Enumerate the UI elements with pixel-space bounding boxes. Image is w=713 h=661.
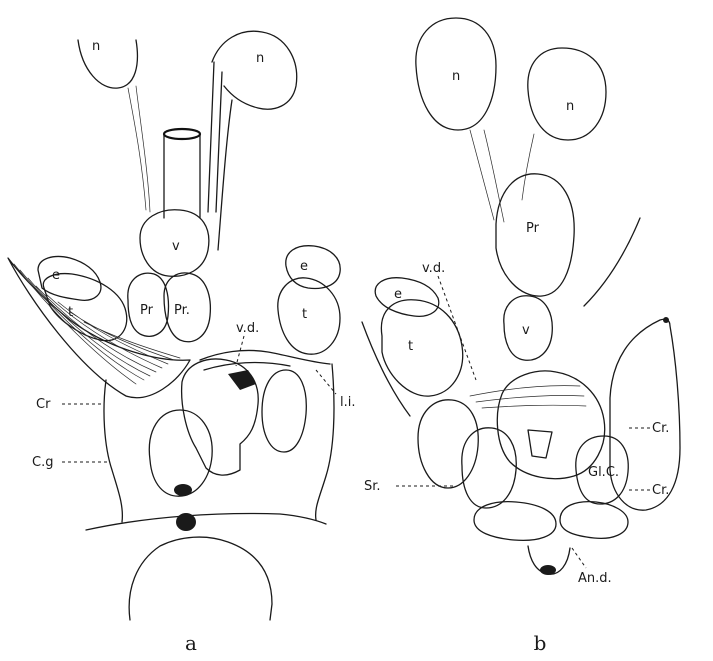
panel-b-cr-lobe (610, 319, 680, 510)
panel-b-labels: n n Pr v.d. e t v Cr. Sr. Gl.C. Cr. An.d… (364, 69, 669, 586)
panel-a-label-pr-left: Pr (140, 303, 154, 318)
panel-b-central-body (497, 371, 604, 479)
panel-b-label-sr: Sr. (364, 479, 381, 494)
panel-b-label-and: An.d. (578, 571, 612, 586)
panel-b-sr-lobe-outer (418, 400, 478, 488)
panel-b-e (375, 278, 439, 317)
panel-a-t-right (278, 278, 340, 354)
panel-a-inner-lobe (149, 410, 212, 496)
panel-b-t (381, 300, 462, 396)
panel-a-label-pr-right: Pr. (174, 303, 190, 318)
panel-a-label-n-left: n (92, 39, 100, 54)
panel-b-fibres (470, 386, 586, 408)
panel-b-n-right-lobe (528, 48, 606, 140)
panel-a-label-cr: Cr (36, 397, 51, 412)
panel-a-label-n-right: n (256, 51, 264, 66)
panel-b-drawing (362, 18, 680, 575)
panel-a-right-gland (262, 370, 306, 452)
panel-a-cylinder (164, 134, 200, 218)
panel-a-labels: n n v e t Pr Pr. v.d. e t l.i. Cr C.g (32, 39, 356, 470)
panel-a-caption: a (185, 631, 197, 655)
leader-b-vd (438, 276, 476, 380)
panel-a-label-t-left: t (68, 305, 73, 320)
panel-a-base-lower (129, 537, 272, 620)
panel-a-label-e-left: e (52, 268, 60, 283)
panel-a-right-outline (316, 364, 334, 520)
panel-b-sr-lobe-inner (462, 428, 516, 508)
leader-lines (62, 276, 650, 568)
panel-a-cylinder-top (164, 129, 200, 139)
panel-b-anal-opening (540, 565, 556, 575)
panel-a-n-right-lobe (212, 31, 297, 109)
panel-a-label-t-right: t (302, 307, 307, 322)
panel-a-label-li: l.i. (340, 395, 356, 410)
panel-b-label-n-right: n (566, 99, 574, 114)
panel-b-label-cr-lower: Cr. (652, 483, 669, 498)
panel-b-left-outline (362, 322, 410, 416)
panel-b-label-t: t (408, 339, 413, 354)
panel-a-right-duct (200, 350, 330, 370)
panel-a-label-cg: C.g (32, 455, 53, 470)
panel-b-label-e: e (394, 287, 402, 302)
panel-a-label-v: v (172, 239, 180, 254)
panel-a-label-vd: v.d. (236, 321, 259, 336)
panel-a-n-left-lobe (78, 40, 137, 88)
panel-a-e-right (286, 246, 340, 289)
panel-a-drawing (8, 31, 340, 620)
panel-b-right-line (584, 218, 640, 306)
panel-b-label-n-left: n (452, 69, 460, 84)
panel-b-lower-lobe-right (560, 502, 628, 539)
panel-a-duct-left (128, 86, 150, 212)
leader-b-and (572, 548, 586, 568)
panel-a-label-e-right: e (300, 259, 308, 274)
panel-b-label-v: v (522, 323, 530, 338)
panel-a-dark-spot (174, 484, 192, 496)
panel-b-caption: b (534, 631, 547, 655)
panel-b-central-inner (528, 430, 552, 458)
panel-b-label-pr: Pr (526, 221, 540, 236)
panel-b-label-vd: v.d. (422, 261, 445, 276)
panel-b-label-glc: Gl.C. (588, 465, 619, 480)
panel-a-hatch-right (228, 370, 256, 390)
panel-a-cg-outline (104, 380, 122, 522)
panel-b-label-cr-upper: Cr. (652, 421, 669, 436)
panel-b-cr-tip (663, 317, 669, 323)
